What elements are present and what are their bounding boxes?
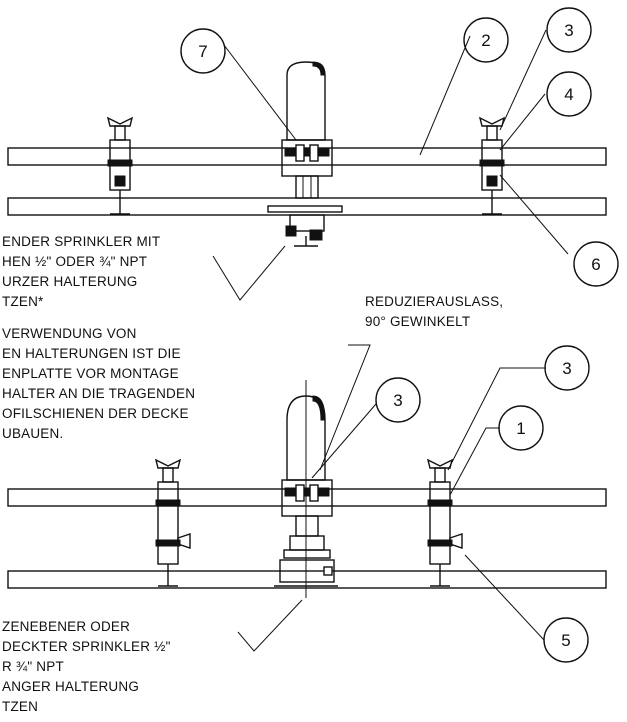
note-line: R ¾" NPT [2,659,64,674]
top-right-hanger [478,116,506,215]
bottom-right-hanger [426,458,463,587]
top-center-drop [267,61,343,247]
leader-5 [464,554,545,641]
callout-circle [573,241,619,287]
leader-2 [419,35,471,156]
note-line: 90° GEWINKELT [365,314,470,329]
callout-label: 2 [481,31,490,50]
note-line: DECKTER SPRINKLER ½" [2,639,171,654]
callout-circle [463,17,509,63]
leader-flush [237,599,303,652]
callout-circle [544,345,590,391]
note-flush-sprinkler: ZENEBENER ODER DECKTER SPRINKLER ½" R ¾"… [2,619,171,714]
leader-3-center [311,403,377,479]
note-line: ENPLATTE VOR MONTAGE [2,366,179,381]
bottom-assembly: 3 3 1 5 [7,344,607,663]
callout-circle [375,377,421,423]
bottom-lower-rail [7,570,607,589]
leader-3-right [447,367,546,471]
bottom-center-drop [274,380,338,598]
top-left-hanger [106,116,134,215]
leader-pendent [212,245,286,301]
callout-label: 3 [564,21,573,40]
note-reducer-outlet: REDUZIERAUSLASS, 90° GEWINKELT [365,294,503,329]
callout-label: 5 [561,631,570,650]
callout-circle [543,617,589,663]
callout-label: 6 [591,255,600,274]
leader-4 [499,93,546,151]
note-line: TZEN [2,699,38,714]
note-pendent-sprinkler: ENDER SPRINKLER MIT HEN ½" ODER ¾" NPT U… [2,234,160,309]
callout-circle [546,7,592,53]
leader-3-top [499,29,547,131]
leader-6 [499,174,569,255]
note-line: HALTER AN DIE TRAGENDEN [2,386,195,401]
callout-circle [498,405,544,451]
note-installation-warning: VERWENDUNG VON EN HALTERUNGEN IST DIE EN… [2,326,195,441]
note-line: HEN ½" ODER ¾" NPT [2,254,147,269]
callout-label: 3 [562,359,571,378]
note-line: EN HALTERUNGEN IST DIE [2,346,181,361]
callout-circle [546,71,592,117]
note-line: REDUZIERAUSLASS, [365,294,503,309]
note-line: TZEN* [2,294,44,309]
bottom-left-hanger [154,458,191,587]
note-line: VERWENDUNG VON [2,326,137,341]
callout-label: 4 [564,85,573,104]
note-line: ZENEBENER ODER [2,619,130,634]
callout-circle [180,28,226,74]
note-line: OFILSCHIENEN DER DECKE [2,406,189,421]
top-assembly: 7 2 3 4 6 [7,7,619,301]
note-line: URZER HALTERUNG [2,274,138,289]
callout-label: 3 [393,391,402,410]
callout-label: 7 [198,42,207,61]
callout-label: 1 [516,419,525,438]
note-line: UBAUEN. [2,426,63,441]
leader-reducer [319,344,371,471]
leader-7 [223,44,297,141]
note-line: ANGER HALTERUNG [2,679,139,694]
leader-1 [449,427,500,496]
note-line: ENDER SPRINKLER MIT [2,234,160,249]
